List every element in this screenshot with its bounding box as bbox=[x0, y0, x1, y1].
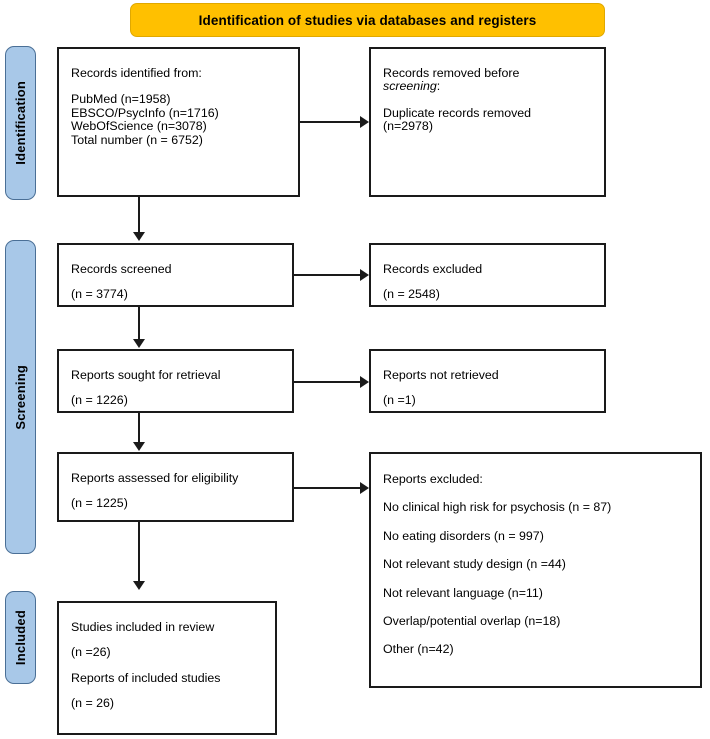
connector-identified-to-removed bbox=[300, 121, 360, 123]
box-studies-included: Studies included in review (n =26) Repor… bbox=[57, 601, 277, 735]
reports-excluded-reason: Other (n=42) bbox=[383, 642, 454, 657]
records-screened-label: Records screened bbox=[71, 262, 172, 276]
box-reports-sought: Reports sought for retrieval (n = 1226) bbox=[57, 349, 294, 413]
records-screened-count: (n = 3774) bbox=[71, 287, 128, 302]
connector-screened-to-excluded bbox=[294, 274, 360, 276]
connector-identified-to-screened bbox=[138, 197, 140, 233]
records-removed-heading-emphasis: screening bbox=[383, 79, 437, 94]
reports-of-included-count: (n = 26) bbox=[71, 696, 115, 711]
phase-label-identification: Identification bbox=[5, 46, 36, 200]
arrowhead-sought-to-assessed bbox=[133, 442, 145, 451]
records-identified-total: Total number (n = 6752) bbox=[71, 132, 203, 147]
studies-included-label: Studies included in review bbox=[71, 620, 215, 634]
connector-assessed-to-included bbox=[138, 522, 140, 582]
connector-screened-to-sought bbox=[138, 307, 140, 340]
connector-sought-to-assessed bbox=[138, 413, 140, 443]
box-records-excluded: Records excluded (n = 2548) bbox=[369, 243, 606, 307]
box-records-removed: Records removed before screening: Duplic… bbox=[369, 47, 606, 197]
records-removed-duplicates-count: (n=2978) bbox=[383, 119, 433, 134]
reports-excluded-reason: Not relevant study design (n =44) bbox=[383, 557, 566, 572]
records-removed-heading-line1: Records removed before bbox=[383, 66, 520, 80]
phase-label-included: Included bbox=[5, 591, 36, 684]
box-reports-excluded: Reports excluded: No clinical high risk … bbox=[369, 452, 702, 688]
box-records-screened: Records screened (n = 3774) bbox=[57, 243, 294, 307]
arrowhead-identified-to-screened bbox=[133, 232, 145, 241]
reports-of-included-label: Reports of included studies bbox=[71, 670, 221, 685]
arrowhead-screened-to-sought bbox=[133, 339, 145, 348]
records-identified-heading: Records identified from: bbox=[71, 66, 202, 80]
arrowhead-screened-to-excluded bbox=[360, 269, 369, 281]
reports-excluded-reason: Overlap/potential overlap (n=18) bbox=[383, 614, 561, 629]
arrowhead-assessed-to-included bbox=[133, 581, 145, 590]
arrowhead-identified-to-removed bbox=[360, 116, 369, 128]
records-identified-ebsco: EBSCO/PsycInfo (n=1716) bbox=[71, 105, 219, 120]
records-excluded-label: Records excluded bbox=[383, 262, 483, 276]
records-removed-duplicates: Duplicate records removed bbox=[383, 105, 532, 120]
connector-assessed-to-reportsexcluded bbox=[294, 487, 360, 489]
reports-excluded-heading: Reports excluded: bbox=[383, 472, 483, 486]
reports-excluded-reason: Not relevant language (n=11) bbox=[383, 585, 543, 600]
connector-sought-to-notretrieved bbox=[294, 381, 360, 383]
phase-label-screening-text: Screening bbox=[13, 364, 28, 430]
phase-label-included-text: Included bbox=[13, 609, 28, 666]
records-identified-pubmed: PubMed (n=1958) bbox=[71, 92, 171, 107]
reports-sought-label: Reports sought for retrieval bbox=[71, 368, 221, 382]
box-records-identified: Records identified from: PubMed (n=1958)… bbox=[57, 47, 300, 197]
arrowhead-sought-to-notretrieved bbox=[360, 376, 369, 388]
reports-assessed-label: Reports assessed for eligibility bbox=[71, 471, 239, 485]
reports-sought-count: (n = 1226) bbox=[71, 393, 128, 408]
records-excluded-count: (n = 2548) bbox=[383, 287, 440, 302]
phase-label-identification-text: Identification bbox=[13, 81, 28, 165]
box-reports-assessed: Reports assessed for eligibility (n = 12… bbox=[57, 452, 294, 522]
diagram-banner-title: Identification of studies via databases … bbox=[130, 3, 605, 37]
reports-excluded-reason: No clinical high risk for psychosis (n =… bbox=[383, 500, 612, 515]
phase-label-screening: Screening bbox=[5, 240, 36, 554]
reports-not-retrieved-count: (n =1) bbox=[383, 393, 416, 408]
studies-included-count: (n =26) bbox=[71, 645, 111, 660]
arrowhead-assessed-to-reportsexcluded bbox=[360, 482, 369, 494]
box-reports-not-retrieved: Reports not retrieved (n =1) bbox=[369, 349, 606, 413]
records-removed-heading-colon: : bbox=[436, 79, 441, 94]
reports-not-retrieved-label: Reports not retrieved bbox=[383, 368, 499, 382]
reports-assessed-count: (n = 1225) bbox=[71, 496, 128, 511]
reports-excluded-reason: No eating disorders (n = 997) bbox=[383, 528, 544, 543]
records-identified-webofscience: WebOfScience (n=3078) bbox=[71, 119, 207, 134]
